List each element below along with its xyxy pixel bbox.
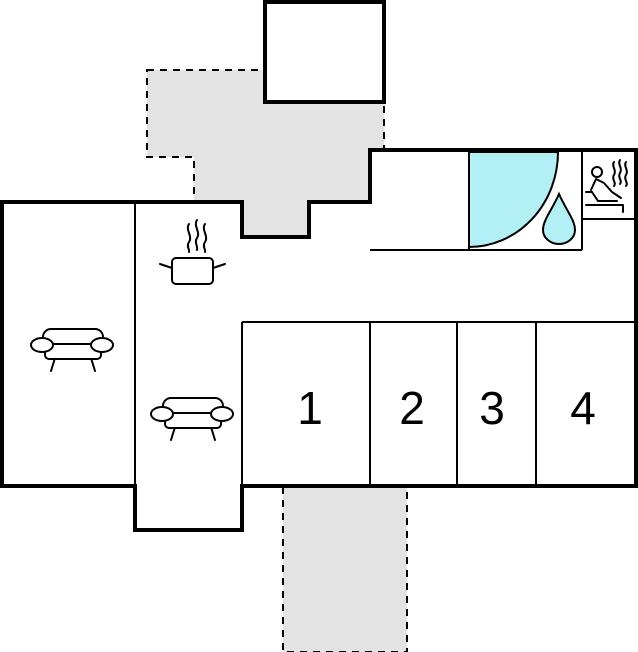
water-drop-icon: [541, 191, 577, 245]
building-outline: [0, 148, 638, 532]
bedroom-number: 1: [297, 382, 323, 434]
sofa-icon: [150, 397, 234, 441]
sauna-icon: [585, 159, 628, 213]
sofa-icon: [30, 328, 114, 372]
terrace-bottom: [282, 485, 408, 652]
pool-icon: [468, 151, 560, 249]
bedroom-number: 4: [570, 382, 596, 434]
bedroom-number: 3: [479, 382, 505, 434]
bedroom-number: 2: [399, 382, 425, 434]
cooking-pot-icon: [159, 219, 226, 285]
annex-room: [263, 0, 386, 104]
